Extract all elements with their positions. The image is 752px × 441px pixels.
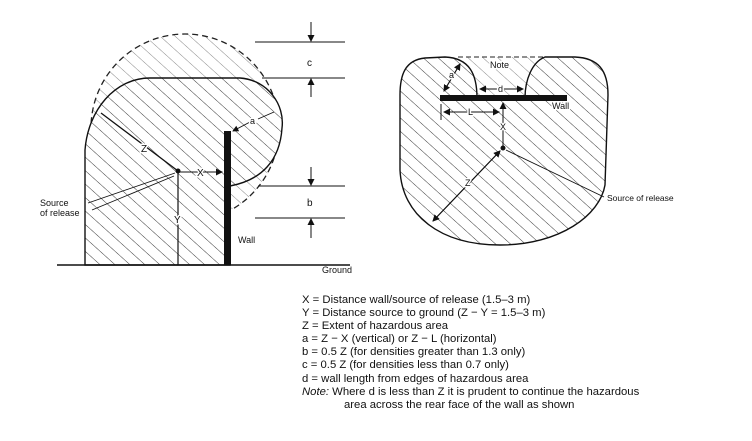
right-plan-diagram: Note a d L X Z Wall Source of release (399, 56, 674, 246)
label-a: a (250, 116, 255, 126)
a-leader (232, 121, 251, 132)
label-b: b (307, 198, 313, 209)
legend-line: c = 0.5 Z (for densities less than 0.7 o… (302, 359, 509, 372)
legend-line: X = Distance wall/source of release (1.5… (302, 294, 531, 306)
wall-plan (440, 95, 567, 101)
label-d: d (498, 84, 503, 94)
label-z: Z (141, 144, 147, 155)
wall (224, 131, 231, 265)
label-l: L (468, 107, 473, 117)
label-source-plan: Source of release (607, 193, 674, 203)
label-ground: Ground (322, 265, 352, 275)
z-radius-line (100, 112, 179, 172)
label-wall-plan: Wall (552, 101, 569, 111)
legend: X = Distance wall/source of release (1.5… (302, 294, 639, 412)
label-wall: Wall (238, 235, 255, 245)
label-source-1: Source (40, 198, 69, 208)
label-c: c (307, 58, 312, 69)
legend-line: a = Z − X (vertical) or Z − L (horizonta… (302, 333, 497, 346)
note-text-continued: area across the rear face of the wall as… (344, 398, 575, 411)
legend-line: Y = Distance source to ground (Z − Y = 1… (302, 307, 546, 320)
source-leader-plan (505, 149, 605, 198)
left-elevation-diagram: c b a Z X Y Wall Ground Source of releas… (40, 22, 352, 275)
note-text: Where d is less than Z it is prudent to … (332, 385, 640, 398)
hazardous-area-right (399, 56, 609, 246)
label-y: Y (174, 215, 181, 226)
label-x: X (197, 168, 204, 179)
legend-line: b = 0.5 Z (for densities greater than 1.… (302, 346, 526, 359)
legend-line: Z = Extent of hazardous area (302, 320, 449, 333)
label-x-plan: X (500, 122, 506, 132)
legend-line: d = wall length from edges of hazardous … (302, 372, 529, 385)
note-label: Note: (302, 385, 330, 398)
source-point-plan (500, 145, 506, 151)
label-source-2: of release (40, 208, 80, 218)
label-a-plan: a (449, 70, 454, 80)
label-z-plan: Z (465, 178, 471, 188)
legend-note: Note: Where d is less than Z it is prude… (302, 386, 639, 399)
source-leader (87, 172, 176, 204)
label-note: Note (490, 60, 509, 70)
